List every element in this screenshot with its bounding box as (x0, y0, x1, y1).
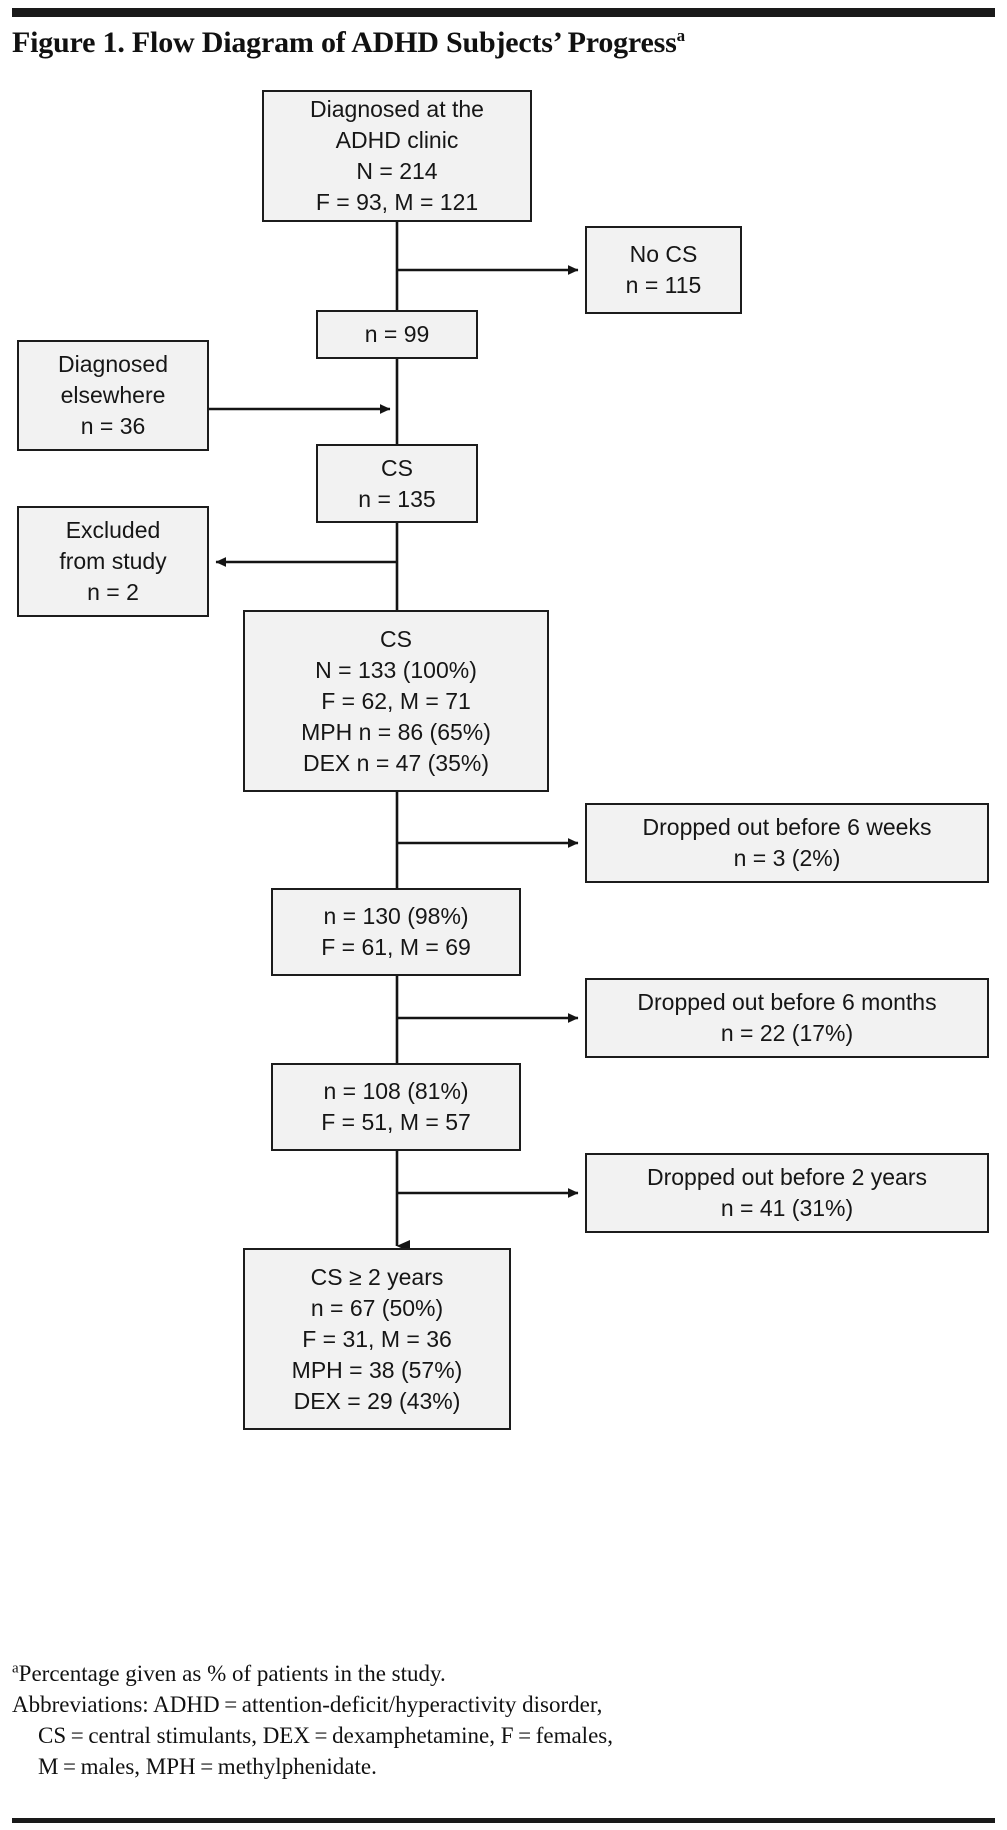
node-line: n = 2 (87, 579, 139, 605)
bottom-rule (12, 1818, 995, 1823)
node-line: from study (59, 548, 167, 574)
node-line: n = 36 (80, 413, 146, 439)
node-n-130: n = 130 (98%) F = 61, M = 69 (271, 888, 521, 976)
footnote-marker: a (12, 1660, 19, 1677)
node-line: Dropped out before 2 years (646, 1164, 927, 1190)
node-line: F = 93, M = 121 (315, 189, 479, 215)
node-dropped-6-weeks: Dropped out before 6 weeks n = 3 (2%) (585, 803, 989, 883)
node-line: n = 67 (50%) (310, 1294, 444, 1321)
node-excluded: Excluded from study n = 2 (17, 506, 209, 617)
node-line: Excluded (65, 517, 161, 543)
node-line: F = 31, M = 36 (302, 1325, 452, 1352)
footnote-line-2: Abbreviations: ADHD = attention-deficit/… (12, 1692, 603, 1717)
node-line: Diagnosed (58, 351, 168, 377)
figure-footnotes: aPercentage given as % of patients in th… (12, 1658, 972, 1782)
node-line: MPH n = 86 (65%) (301, 718, 491, 745)
node-cs-135: CS n = 135 (316, 444, 478, 523)
footnote-text-1: Percentage given as % of patients in the… (18, 1661, 446, 1686)
node-diagnosed-clinic: Diagnosed at the ADHD clinic N = 214 F =… (262, 90, 532, 222)
node-line: F = 61, M = 69 (321, 934, 471, 960)
node-line: CS (381, 454, 413, 481)
node-diagnosed-elsewhere: Diagnosed elsewhere n = 36 (17, 340, 209, 451)
node-line: CS ≥ 2 years (310, 1263, 444, 1290)
node-line: CS (380, 625, 412, 652)
node-line: F = 51, M = 57 (321, 1109, 471, 1135)
figure-title: Figure 1. Flow Diagram of ADHD Subjects’… (12, 26, 972, 60)
node-line: n = 3 (2%) (733, 845, 841, 871)
node-no-cs: No CS n = 115 (585, 226, 742, 314)
node-cs-2-years: CS ≥ 2 years n = 67 (50%) F = 31, M = 36… (243, 1248, 511, 1430)
node-dropped-6-months: Dropped out before 6 months n = 22 (17%) (585, 978, 989, 1058)
node-line: Diagnosed at the (310, 96, 484, 122)
top-rule (12, 8, 995, 17)
node-n-108: n = 108 (81%) F = 51, M = 57 (271, 1063, 521, 1151)
node-line: N = 133 (100%) (315, 656, 477, 683)
figure-title-text: Figure 1. Flow Diagram of ADHD Subjects’… (12, 26, 677, 59)
node-cs-133: CS N = 133 (100%) F = 62, M = 71 MPH n =… (243, 610, 549, 792)
node-line: n = 108 (81%) (323, 1078, 469, 1104)
footnote-line-1: aPercentage given as % of patients in th… (12, 1658, 972, 1689)
node-line: Dropped out before 6 months (637, 989, 937, 1015)
node-line: elsewhere (60, 382, 166, 408)
node-line: n = 130 (98%) (323, 903, 469, 929)
footnote-line-4: M = males, MPH = methylphenidate. (38, 1754, 377, 1779)
node-dropped-2-years: Dropped out before 2 years n = 41 (31%) (585, 1153, 989, 1233)
node-line: n = 135 (358, 485, 436, 512)
node-line: DEX = 29 (43%) (293, 1387, 461, 1414)
node-line: F = 62, M = 71 (321, 687, 471, 714)
node-line: n = 22 (17%) (720, 1020, 854, 1046)
node-line: No CS (629, 241, 698, 267)
footnote-line-3: CS = central stimulants, DEX = dexamphet… (38, 1723, 613, 1748)
node-line: MPH = 38 (57%) (291, 1356, 463, 1383)
node-line: DEX n = 47 (35%) (302, 749, 489, 776)
node-line: n = 99 (364, 321, 430, 347)
figure-title-footnote-marker: a (676, 26, 686, 45)
node-line: ADHD clinic (335, 127, 459, 153)
node-line: Dropped out before 6 weeks (642, 814, 932, 840)
node-line: n = 41 (31%) (720, 1195, 854, 1221)
flow-diagram: Diagnosed at the ADHD clinic N = 214 F =… (17, 90, 989, 1430)
node-line: n = 115 (625, 272, 702, 298)
node-line: N = 214 (356, 158, 438, 184)
node-n-99: n = 99 (316, 310, 478, 359)
